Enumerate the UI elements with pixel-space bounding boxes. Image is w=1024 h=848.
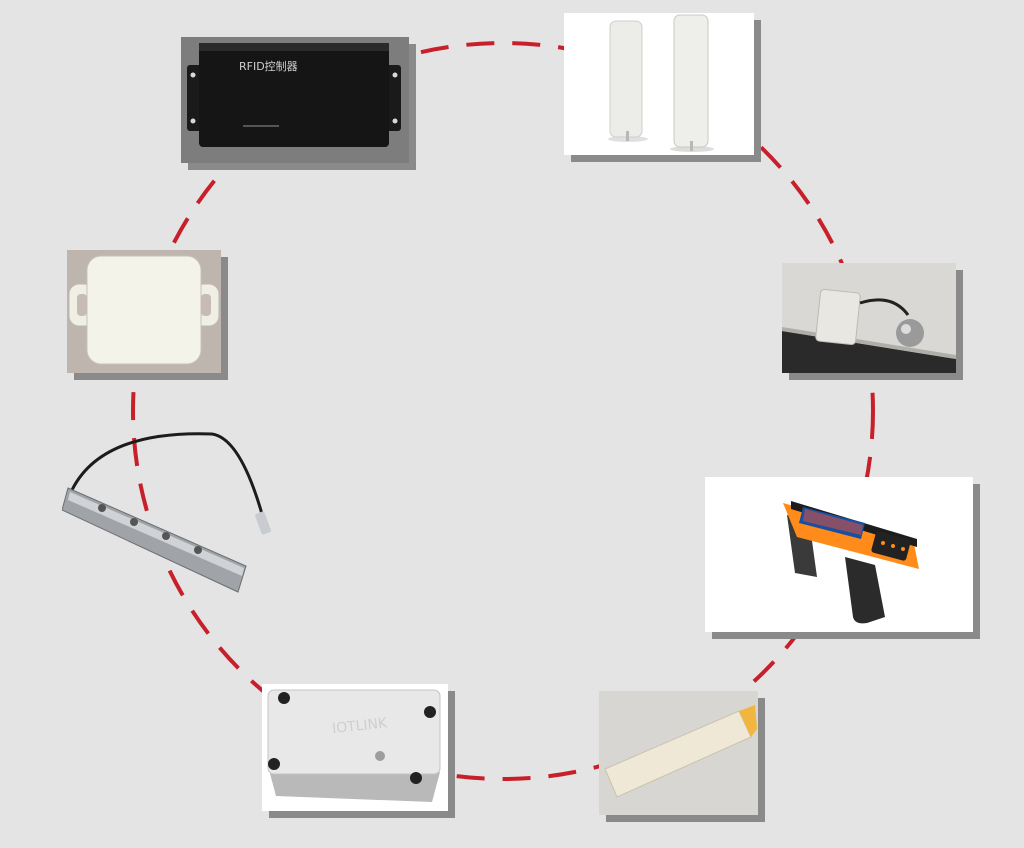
abs-tag-brand-label: IOTLINK — [331, 715, 388, 737]
abs-tag-icon: IOTLINK — [262, 684, 448, 811]
device-panel-antennas — [564, 13, 754, 155]
rfid-controller-icon: RFID控制器 — [181, 37, 409, 163]
handheld-scanner-icon — [705, 477, 973, 632]
device-adhesive-tag — [599, 691, 758, 815]
antenna-strip-icon — [62, 432, 271, 593]
wall-reader-icon — [782, 263, 956, 373]
device-abs-enclosure-tag: IOTLINK — [262, 684, 448, 811]
controller-label: RFID控制器 — [239, 59, 298, 73]
mount-tag-icon — [67, 250, 221, 373]
device-wall-mounted-reader — [782, 263, 956, 373]
ring-path — [131, 41, 875, 781]
panel-antenna-pair-icon — [564, 13, 754, 155]
sticker-tag-icon — [599, 691, 758, 815]
device-controller-box: RFID控制器 — [181, 37, 409, 163]
device-mountable-tag — [67, 250, 221, 373]
device-handheld-terminal — [705, 477, 973, 632]
device-shelf-antenna-strip — [62, 430, 284, 598]
